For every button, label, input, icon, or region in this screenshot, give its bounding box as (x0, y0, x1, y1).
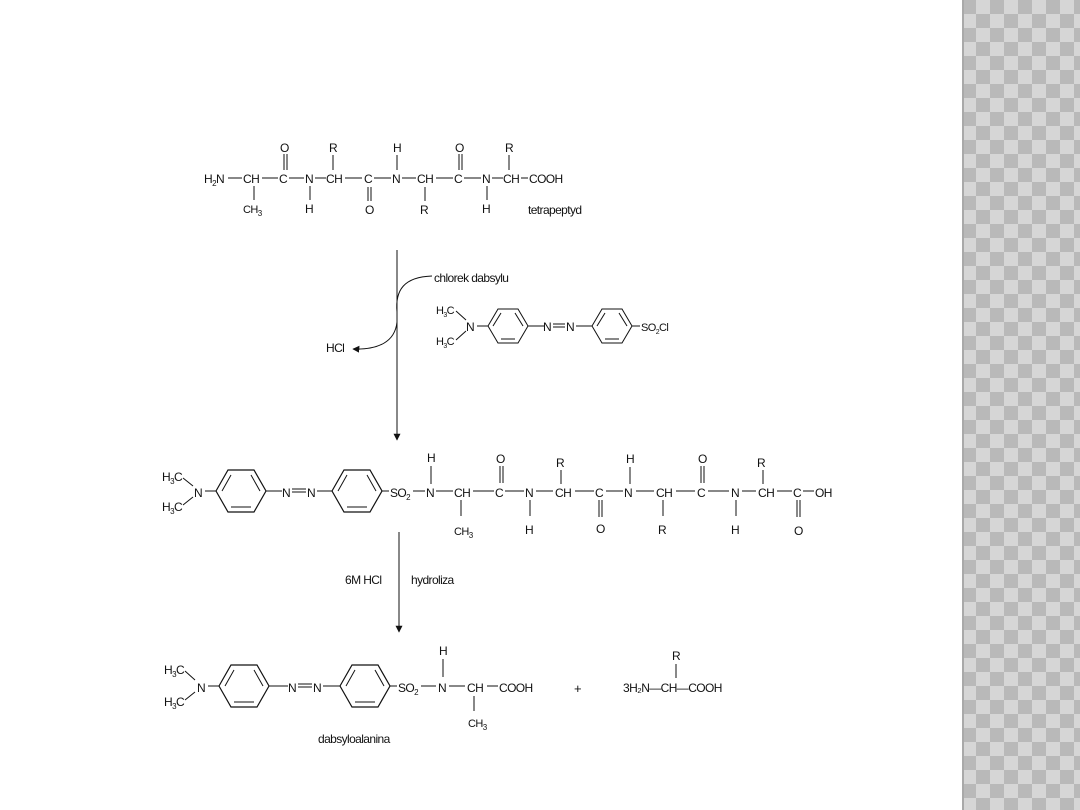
svg-text:C: C (495, 486, 504, 500)
svg-text:N: N (307, 486, 315, 500)
dabsyl-tetrapeptide-structure: H3C H3C N N N SO2 N H CH CH3 (162, 451, 832, 540)
svg-text:CH3: CH3 (468, 718, 488, 732)
tetrapeptide-label: tetrapeptyd (528, 203, 581, 217)
svg-text:CH: CH (555, 486, 571, 500)
svg-text:N: N (392, 172, 400, 186)
svg-text:H: H (731, 523, 739, 537)
svg-text:H: H (427, 451, 435, 465)
svg-text:H3C: H3C (436, 305, 455, 319)
byproduct-label: HCl (326, 341, 344, 355)
svg-text:N: N (288, 681, 296, 695)
svg-text:O: O (496, 452, 505, 466)
tetrapeptide-structure: H2N CH CH3 C O N H CH R C O N H (204, 141, 563, 218)
acid-label: 6M HCl (345, 573, 381, 587)
svg-text:R: R (556, 456, 565, 470)
svg-text:N: N (282, 486, 290, 500)
svg-text:SO2: SO2 (390, 486, 411, 502)
svg-text:N: N (731, 486, 739, 500)
svg-text:C: C (364, 172, 373, 186)
svg-text:R: R (505, 141, 514, 155)
svg-text:H3C: H3C (164, 663, 185, 679)
svg-text:H3C: H3C (162, 470, 183, 486)
svg-text:R: R (757, 456, 766, 470)
dabsyl-alanine-structure: H3C H3C N N N SO2 N H CH CH3 (164, 644, 533, 732)
reagent-label: chlorek dabsylu (434, 271, 508, 285)
svg-text:N: N (194, 486, 202, 500)
svg-text:R: R (672, 649, 681, 663)
svg-text:H: H (393, 141, 401, 155)
svg-text:O: O (280, 141, 289, 155)
svg-text:R: R (420, 203, 429, 217)
svg-text:OH: OH (815, 486, 832, 500)
amino-acids-formula: 3H₂N—CH—COOH (623, 681, 722, 695)
svg-text:H3C: H3C (164, 695, 185, 711)
amino-acids-structure: R 3H₂N—CH—COOH (623, 649, 722, 695)
svg-text:CH3: CH3 (454, 526, 474, 540)
svg-text:CH: CH (467, 681, 483, 695)
sidebar-edge (962, 0, 964, 810)
step1-arrow (352, 250, 433, 441)
svg-text:C: C (793, 486, 802, 500)
svg-text:N: N (305, 172, 313, 186)
svg-text:SO2Cl: SO2Cl (641, 322, 668, 336)
svg-text:C: C (454, 172, 463, 186)
svg-text:H: H (439, 644, 447, 658)
svg-text:C: C (279, 172, 288, 186)
svg-text:H3C: H3C (162, 500, 183, 516)
svg-text:SO2: SO2 (398, 681, 419, 697)
svg-text:CH: CH (758, 486, 774, 500)
svg-text:COOH: COOH (499, 681, 533, 695)
svg-text:CH: CH (454, 486, 470, 500)
svg-text:CH: CH (326, 172, 342, 186)
svg-text:H: H (626, 452, 634, 466)
svg-text:H: H (525, 523, 533, 537)
svg-text:CH: CH (656, 486, 672, 500)
svg-text:N: N (624, 486, 632, 500)
svg-text:H2N: H2N (204, 172, 224, 188)
svg-text:N: N (197, 681, 205, 695)
svg-text:O: O (794, 524, 803, 538)
plus-sign: + (574, 681, 581, 696)
svg-text:N: N (466, 320, 474, 334)
svg-text:N: N (543, 320, 551, 334)
dabsyl-chloride-structure: H3C H3C N N N SO2Cl (436, 305, 669, 350)
svg-text:N: N (566, 320, 574, 334)
svg-text:COOH: COOH (529, 172, 563, 186)
svg-text:H: H (305, 202, 313, 216)
svg-text:R: R (329, 141, 338, 155)
svg-text:O: O (455, 141, 464, 155)
product-label: dabsyloalanina (318, 732, 391, 746)
svg-text:O: O (365, 203, 374, 217)
svg-text:O: O (596, 522, 605, 536)
svg-text:N: N (313, 681, 321, 695)
svg-text:H: H (482, 202, 490, 216)
svg-text:CH: CH (243, 172, 259, 186)
svg-text:N: N (426, 486, 434, 500)
svg-text:N: N (482, 172, 490, 186)
process-label: hydroliza (411, 573, 455, 587)
svg-text:C: C (697, 486, 706, 500)
svg-text:C: C (595, 486, 604, 500)
svg-text:O: O (698, 452, 707, 466)
decorative-sidebar (962, 0, 1080, 810)
svg-text:R: R (658, 523, 667, 537)
svg-text:N: N (438, 681, 446, 695)
svg-text:CH: CH (503, 172, 519, 186)
svg-text:CH: CH (417, 172, 433, 186)
reaction-scheme: H2N CH CH3 C O N H CH R C O N H (162, 141, 832, 746)
svg-text:CH3: CH3 (243, 204, 263, 218)
svg-text:N: N (525, 486, 533, 500)
svg-text:H3C: H3C (436, 336, 455, 350)
